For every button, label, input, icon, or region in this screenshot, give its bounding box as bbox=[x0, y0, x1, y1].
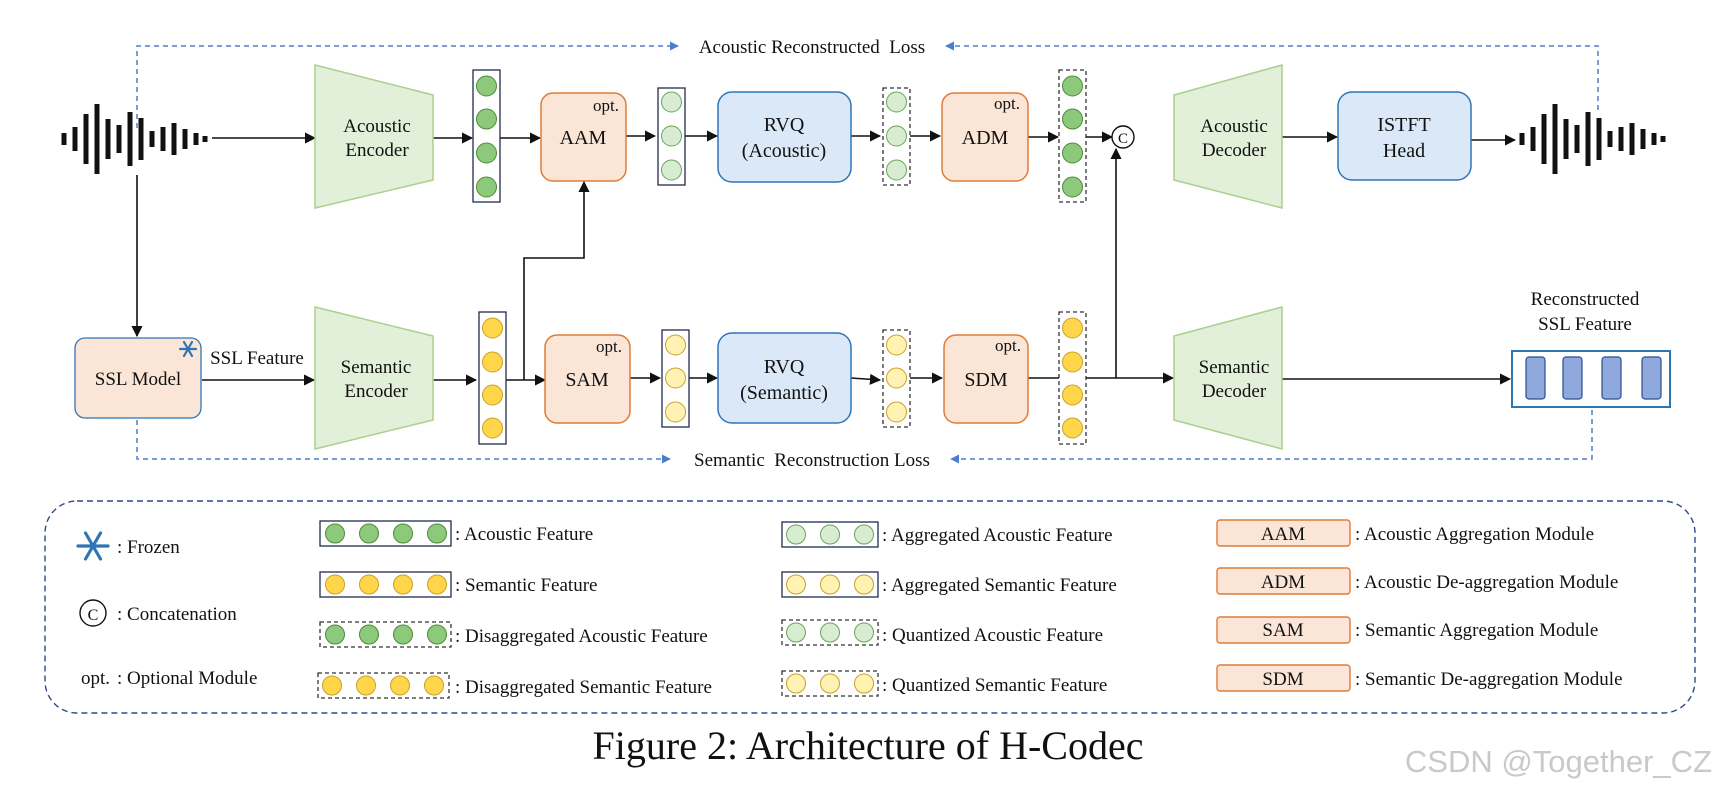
concat-node: C bbox=[1111, 125, 1135, 149]
legend-frozen: : Frozen bbox=[117, 537, 180, 558]
acoustic-encoder-label-2: Encoder bbox=[345, 140, 409, 161]
adm-opt: opt. bbox=[994, 94, 1020, 113]
aggregated-acoustic-column bbox=[657, 87, 686, 186]
svg-text:: Semantic De-aggregation Modu: : Semantic De-aggregation Module bbox=[1355, 669, 1623, 690]
rvq-acoustic: RVQ (Acoustic) bbox=[717, 91, 852, 183]
legend-panel bbox=[44, 500, 1696, 714]
semantic-encoder-label-2: Encoder bbox=[344, 381, 408, 402]
adm-module: opt. ADM bbox=[941, 92, 1029, 182]
legend-disaggregated-semantic: : Disaggregated Semantic Feature bbox=[455, 677, 712, 698]
svg-text:: Acoustic Aggregation Module: : Acoustic Aggregation Module bbox=[1355, 524, 1594, 545]
legend-concatenation: : Concatenation bbox=[117, 604, 237, 625]
semantic-encoder: Semantic Encoder bbox=[314, 306, 434, 450]
acoustic-loss-label: Acoustic Reconstructed Loss bbox=[699, 37, 925, 58]
legend-aggregated-semantic-icon bbox=[781, 571, 879, 598]
legend-acoustic-feature-icon bbox=[319, 520, 452, 547]
istft-head-label-2: Head bbox=[1383, 140, 1425, 162]
sam-label: SAM bbox=[565, 369, 609, 391]
svg-text:: Acoustic De-aggregation Modu: : Acoustic De-aggregation Module bbox=[1355, 572, 1618, 593]
legend-adm: ADM : Acoustic De-aggregation Module bbox=[1216, 567, 1618, 595]
istft-head-label-1: ISTFT bbox=[1377, 114, 1430, 136]
semantic-decoder-label-2: Decoder bbox=[1202, 381, 1267, 402]
acoustic-decoder: Acoustic Decoder bbox=[1173, 64, 1283, 209]
concat-symbol: C bbox=[1118, 131, 1128, 147]
aggregated-semantic-column bbox=[661, 329, 690, 428]
legend-aggregated-acoustic: : Aggregated Acoustic Feature bbox=[882, 525, 1113, 546]
rvq-acoustic-label-2: (Acoustic) bbox=[742, 140, 826, 162]
semantic-loss-label: Semantic Reconstruction Loss bbox=[694, 450, 930, 471]
ssl-feature-label: SSL Feature bbox=[210, 348, 304, 369]
aam-label: AAM bbox=[560, 127, 607, 149]
aam-opt: opt. bbox=[593, 96, 619, 115]
legend-quantized-semantic-icon bbox=[781, 670, 879, 697]
legend-sam: SAM : Semantic Aggregation Module bbox=[1216, 616, 1598, 644]
acoustic-decoder-label-1: Acoustic bbox=[1200, 116, 1268, 137]
svg-text:ADM: ADM bbox=[1261, 572, 1305, 593]
legend-semantic-feature: : Semantic Feature bbox=[455, 575, 597, 596]
semantic-decoder: Semantic Decoder bbox=[1173, 306, 1283, 450]
legend-opt-symbol: opt. bbox=[81, 668, 110, 689]
concat-legend-icon: C bbox=[79, 599, 107, 627]
legend-disaggregated-acoustic: : Disaggregated Acoustic Feature bbox=[455, 626, 708, 647]
svg-text:AAM: AAM bbox=[1261, 524, 1305, 545]
rvq-semantic: RVQ (Semantic) bbox=[717, 332, 852, 424]
sdm-opt: opt. bbox=[995, 336, 1021, 355]
sam-opt: opt. bbox=[596, 337, 622, 356]
legend-disaggregated-semantic-icon bbox=[317, 672, 450, 699]
svg-text:SDM: SDM bbox=[1262, 669, 1303, 690]
semantic-loss-line bbox=[136, 410, 1593, 464]
acoustic-encoder-label-1: Acoustic bbox=[343, 116, 411, 137]
legend-quantized-semantic: : Quantized Semantic Feature bbox=[882, 675, 1107, 696]
input-waveform-icon bbox=[61, 104, 208, 174]
acoustic-encoder: Acoustic Encoder bbox=[314, 64, 434, 209]
rvq-semantic-label-1: RVQ bbox=[764, 356, 805, 378]
disaggregated-semantic-column bbox=[1058, 311, 1087, 445]
legend-disaggregated-acoustic-icon bbox=[319, 621, 452, 648]
snowflake-legend-icon bbox=[76, 531, 110, 561]
semantic-decoder-label-1: Semantic bbox=[1199, 357, 1270, 378]
quantized-acoustic-column bbox=[882, 87, 911, 186]
figure-caption: Figure 2: Architecture of H-Codec bbox=[592, 723, 1144, 768]
acoustic-feature-column bbox=[472, 69, 501, 203]
output-waveform-icon bbox=[1519, 104, 1666, 174]
ssl-model: SSL Model bbox=[74, 337, 202, 419]
sam-module: opt. SAM bbox=[544, 334, 631, 424]
reconstructed-ssl-label-1: Reconstructed bbox=[1531, 289, 1640, 310]
rvq-acoustic-label-1: RVQ bbox=[764, 114, 805, 136]
connectors bbox=[131, 130, 1517, 386]
svg-text:SAM: SAM bbox=[1262, 620, 1303, 641]
svg-text:C: C bbox=[88, 607, 99, 624]
legend-quantized-acoustic-icon bbox=[781, 619, 879, 646]
semantic-encoder-label-1: Semantic bbox=[341, 357, 412, 378]
aam-module: opt. AAM bbox=[540, 92, 627, 182]
watermark: CSDN @Together_CZ bbox=[1404, 744, 1712, 779]
disaggregated-acoustic-column bbox=[1058, 69, 1087, 203]
adm-label: ADM bbox=[962, 127, 1009, 149]
legend-acoustic-feature: : Acoustic Feature bbox=[455, 524, 593, 545]
legend-semantic-feature-icon bbox=[319, 571, 452, 598]
svg-text:: Semantic Aggregation Module: : Semantic Aggregation Module bbox=[1355, 620, 1598, 641]
reconstructed-ssl-feature bbox=[1511, 350, 1671, 408]
snowflake-icon bbox=[178, 340, 198, 358]
legend-quantized-acoustic: : Quantized Acoustic Feature bbox=[882, 625, 1103, 646]
sdm-label: SDM bbox=[964, 369, 1008, 391]
reconstructed-ssl-label-2: SSL Feature bbox=[1538, 314, 1632, 335]
acoustic-loss-line bbox=[136, 41, 1599, 128]
rvq-semantic-label-2: (Semantic) bbox=[740, 382, 828, 404]
legend-aam: AAM : Acoustic Aggregation Module bbox=[1216, 519, 1594, 547]
legend-aggregated-acoustic-icon bbox=[781, 521, 879, 548]
istft-head: ISTFT Head bbox=[1337, 91, 1472, 181]
legend-optional: : Optional Module bbox=[117, 668, 257, 689]
quantized-semantic-column bbox=[882, 329, 911, 428]
ssl-model-label: SSL Model bbox=[95, 369, 181, 390]
sdm-module: opt. SDM bbox=[943, 334, 1029, 424]
legend-sdm: SDM : Semantic De-aggregation Module bbox=[1216, 664, 1623, 692]
semantic-feature-column bbox=[478, 311, 507, 445]
legend-aggregated-semantic: : Aggregated Semantic Feature bbox=[882, 575, 1117, 596]
acoustic-decoder-label-2: Decoder bbox=[1202, 140, 1267, 161]
